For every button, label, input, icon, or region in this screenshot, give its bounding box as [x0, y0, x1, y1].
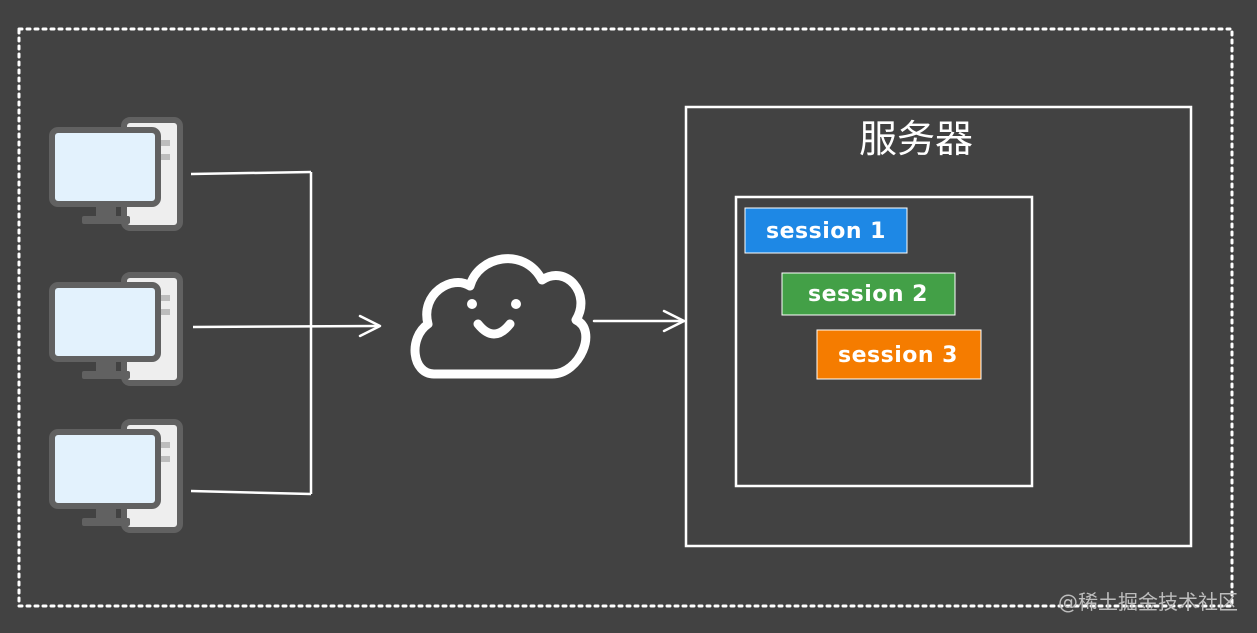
client-connectors: [190, 170, 382, 496]
session-label-1: session 1: [766, 219, 886, 244]
session-label-2: session 2: [808, 282, 928, 307]
session-badge-1: session 1: [744, 207, 908, 254]
session-badge-3-bg: [816, 329, 982, 380]
session-badge-2: session 2: [781, 272, 956, 316]
server-frame: [684, 105, 1193, 548]
arrow-head-to-cloud: [358, 314, 382, 338]
session-label-3: session 3: [838, 343, 958, 368]
session-badge-1-bg: [744, 207, 908, 254]
connector-line-3: [190, 489, 312, 496]
computer-icon: [49, 272, 183, 386]
server-box: 服务器 session 1 session 2 session 3: [684, 105, 1193, 548]
outer-dotted-frame: [17, 27, 1234, 608]
connector-line-1: [190, 170, 312, 176]
connector-line-2: [192, 324, 379, 329]
client-computer-1: [49, 117, 183, 231]
client-computer-2: [49, 272, 183, 386]
cloud-to-server-arrow: [592, 309, 686, 333]
watermark: @稀土掘金技术社区: [1058, 590, 1238, 614]
computer-icon: [49, 419, 183, 533]
session-badge-2-bg: [781, 272, 956, 316]
server-title: 服务器: [859, 117, 973, 161]
session-store-frame: [734, 195, 1034, 488]
session-badge-3: session 3: [816, 329, 982, 380]
cloud-smile-icon: [410, 254, 591, 379]
computer-icon: [49, 117, 183, 231]
client-computer-3: [49, 419, 183, 533]
